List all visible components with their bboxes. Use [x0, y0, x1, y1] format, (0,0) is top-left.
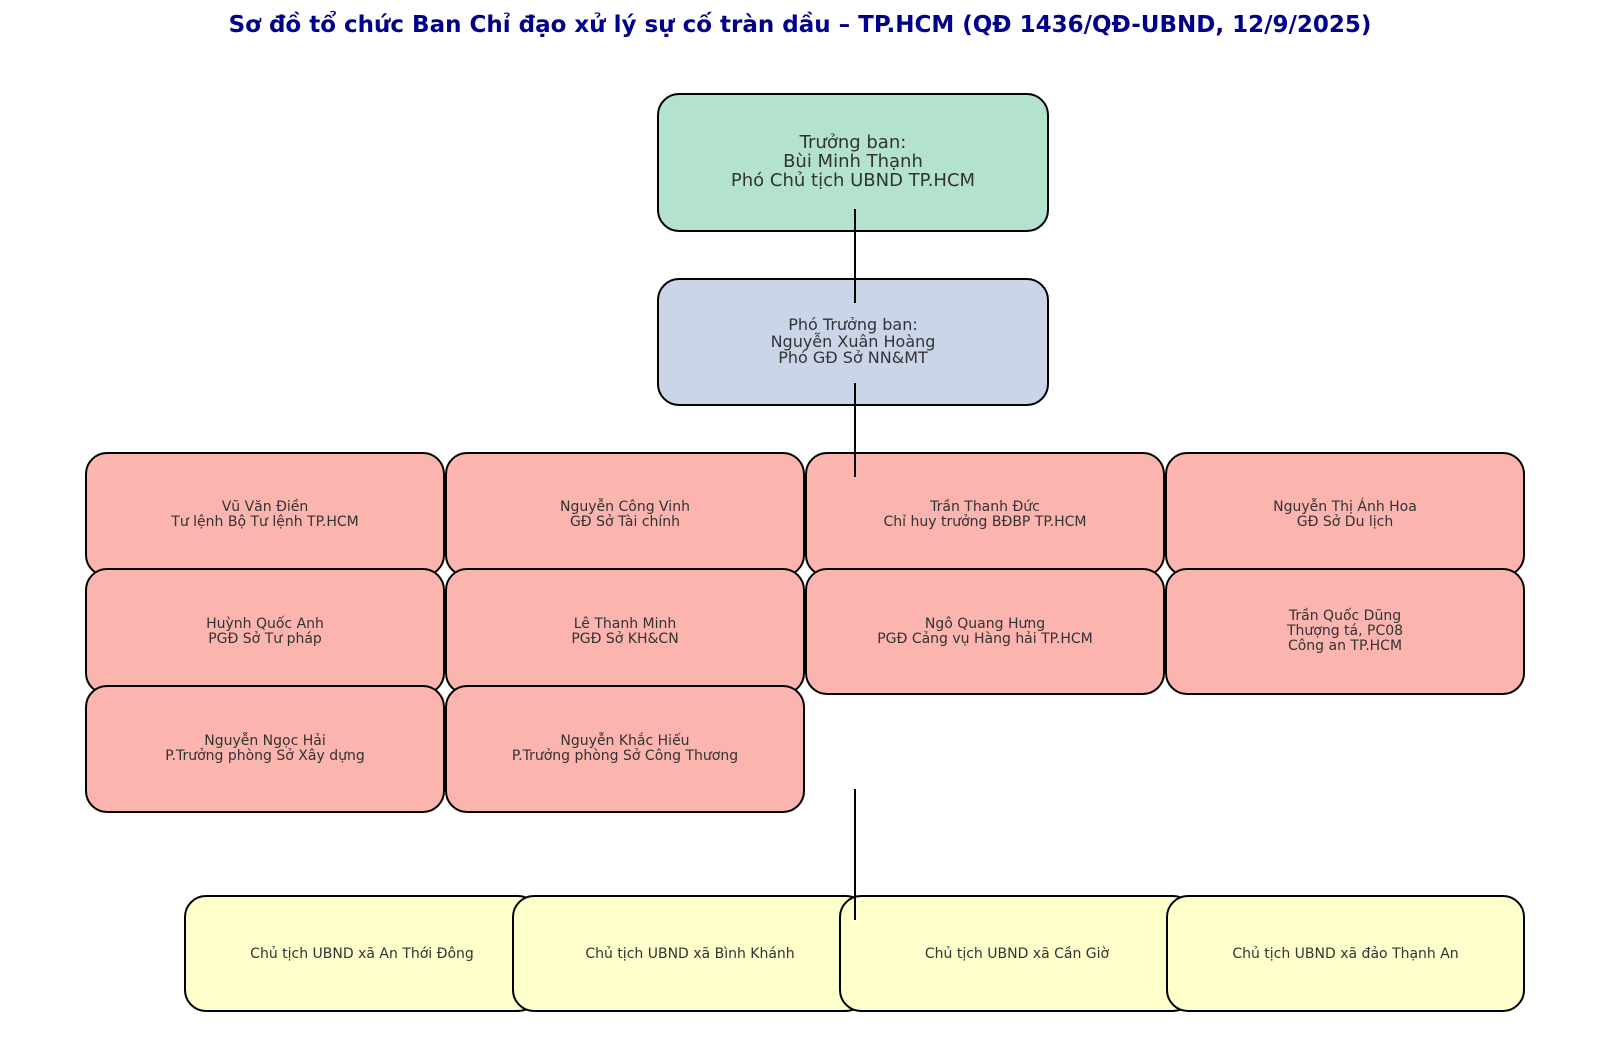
- node-commune: Chủ tịch UBND xã đảo Thạnh An: [1166, 895, 1525, 1012]
- node-commune: Chủ tịch UBND xã Cần Giờ: [839, 895, 1195, 1012]
- member-name: Ngô Quang Hưng: [924, 615, 1046, 632]
- node-truong-ban: Trưởng ban: Bùi Minh Thạnh Phó Chủ tịch …: [657, 93, 1049, 232]
- member-title: GĐ Sở Du lịch: [1296, 513, 1394, 530]
- connector-members-communes: [854, 789, 856, 920]
- node-commune: Chủ tịch UBND xã An Thới Đông: [184, 895, 540, 1012]
- node-position: Phó Chủ tịch UBND TP.HCM: [730, 169, 976, 191]
- member-name: Nguyễn Thị Ánh Hoa: [1273, 498, 1417, 515]
- member-title: Thượng tá, PC08: [1286, 623, 1404, 640]
- node-position: Phó GĐ Sở NN&MT: [778, 348, 928, 368]
- node-role: Trưởng ban:: [799, 132, 907, 154]
- node-role: Phó Trưởng ban:: [788, 314, 918, 334]
- member-org: Công an TP.HCM: [1287, 637, 1403, 654]
- member-title: PGĐ Sở KH&CN: [571, 630, 679, 647]
- member-title: P.Trưởng phòng Sở Xây dựng: [165, 748, 365, 764]
- member-name: Nguyễn Khắc Hiếu: [560, 733, 690, 750]
- commune-label: Chủ tịch UBND xã Cần Giờ: [924, 945, 1110, 962]
- node-pho-truong-ban: Phó Trưởng ban: Nguyễn Xuân Hoàng Phó GĐ…: [657, 278, 1049, 406]
- chart-title: Sơ đồ tổ chức Ban Chỉ đạo xử lý sự cố tr…: [228, 12, 1372, 38]
- member-name: Trần Thanh Đức: [930, 498, 1040, 515]
- member-title: PGĐ Sở Tư pháp: [208, 630, 322, 647]
- member-title: PGĐ Cảng vụ Hàng hải TP.HCM: [877, 630, 1093, 647]
- connector-deputy-members: [854, 383, 856, 477]
- commune-label: Chủ tịch UBND xã An Thới Đông: [250, 945, 474, 962]
- node-commune: Chủ tịch UBND xã Bình Khánh: [512, 895, 868, 1012]
- connector-lead-deputy: [854, 209, 856, 303]
- member-name: Nguyễn Công Vinh: [560, 498, 690, 515]
- member-name: Trần Quốc Dũng: [1288, 608, 1402, 625]
- member-title: Tư lệnh Bộ Tư lệnh TP.HCM: [171, 513, 359, 530]
- commune-label: Chủ tịch UBND xã Bình Khánh: [585, 945, 795, 962]
- member-name: Huỳnh Quốc Anh: [206, 615, 324, 632]
- member-title: P.Trưởng phòng Sở Công Thương: [511, 748, 739, 764]
- node-person: Nguyễn Xuân Hoàng: [770, 331, 936, 351]
- member-name: Nguyễn Ngọc Hải: [204, 733, 326, 750]
- member-title: Chỉ huy trưởng BĐBP TP.HCM: [883, 513, 1087, 530]
- member-name: Lê Thanh Minh: [573, 615, 677, 632]
- member-title: GĐ Sở Tài chính: [569, 513, 681, 530]
- member-name: Vũ Văn Điền: [221, 498, 309, 515]
- commune-label: Chủ tịch UBND xã đảo Thạnh An: [1232, 945, 1459, 962]
- node-person: Bùi Minh Thạnh: [783, 151, 923, 173]
